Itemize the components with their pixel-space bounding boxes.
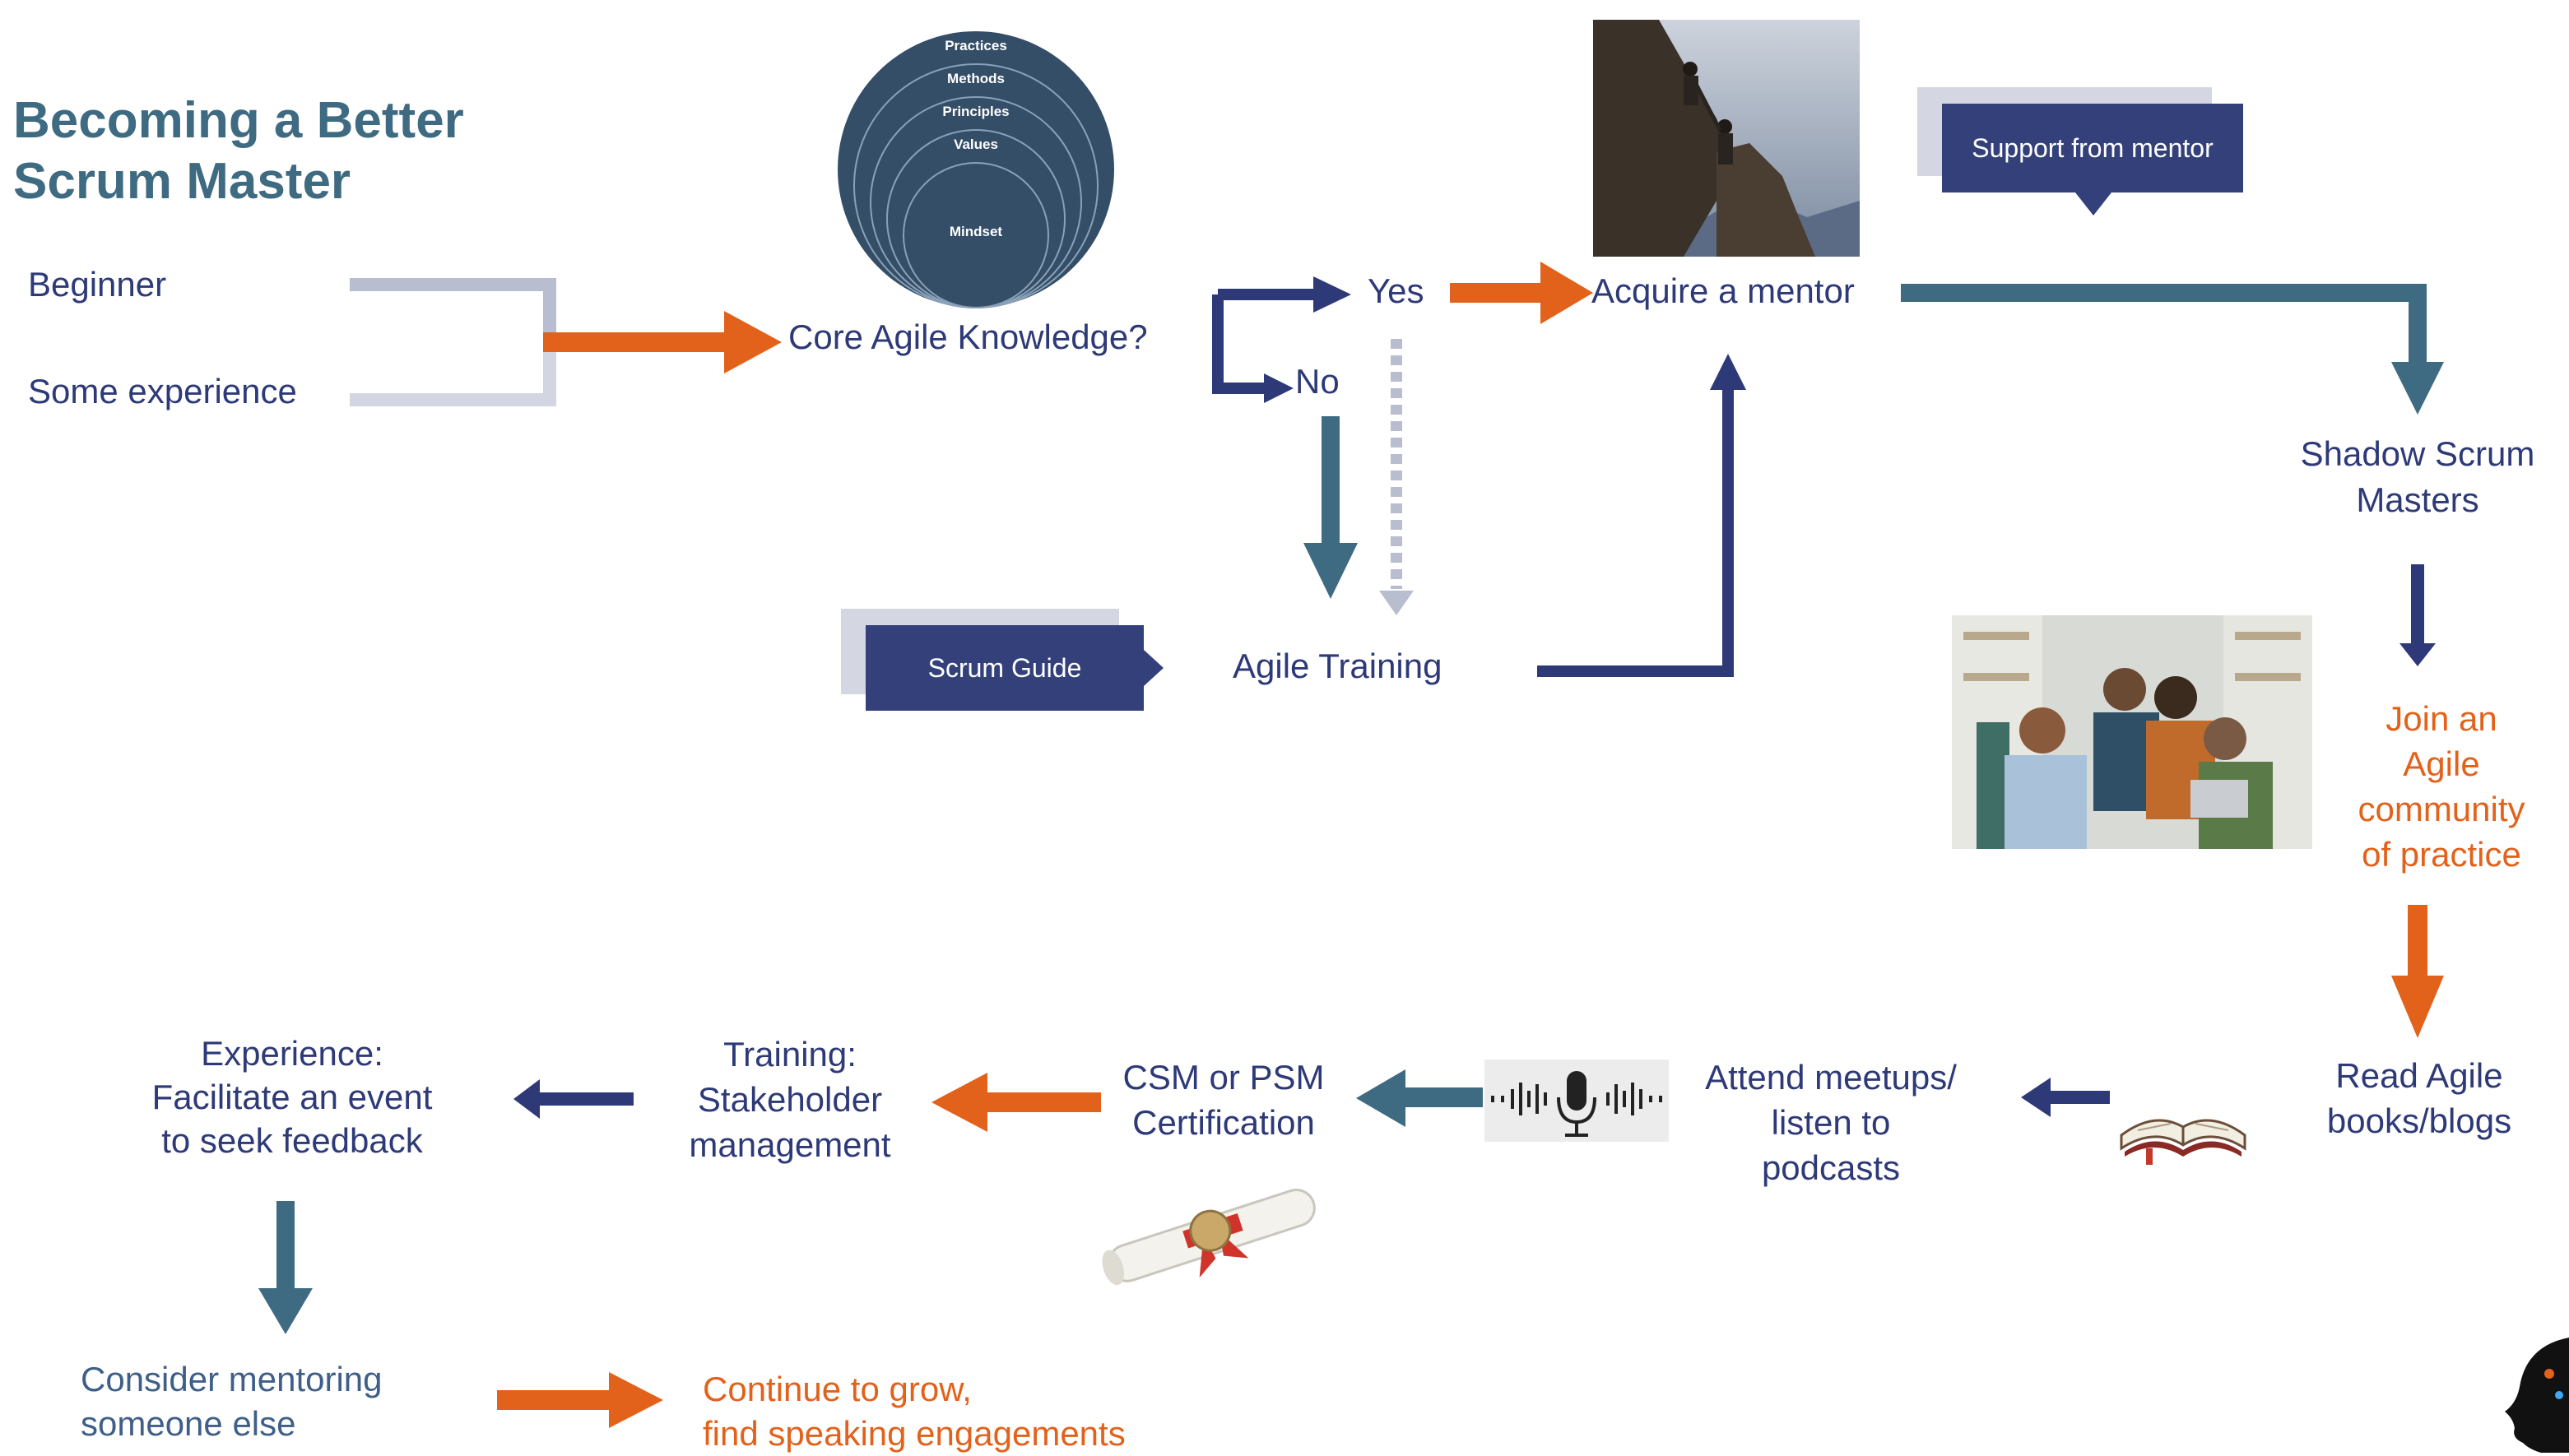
community-photo	[1952, 615, 2312, 849]
training-stakeholder: Training: Stakeholder management	[658, 1032, 922, 1167]
arrow-cert-to-training	[931, 1073, 1101, 1132]
arrow-experience-to-consider	[258, 1201, 313, 1334]
support-from-mentor-label: Support from mentor	[1972, 132, 2214, 163]
yes-no-fork	[1212, 276, 1351, 403]
experience-facilitate: Experience: Facilitate an event to seek …	[123, 1032, 461, 1162]
join-line-3: community	[2358, 790, 2525, 828]
layer-practices: Practices	[945, 38, 1007, 53]
diploma-svg	[1102, 1189, 1316, 1286]
attend-line-2: listen to	[1771, 1103, 1891, 1142]
beginner-label: Beginner	[28, 265, 167, 304]
scrum-guide-label: Scrum Guide	[927, 652, 1082, 683]
csm-psm-certification: CSM or PSM Certification	[1096, 1055, 1351, 1145]
agile-layers-circle: Practices Methods Principles Values Mind…	[836, 30, 1116, 309]
title-line-1: Becoming a Better	[13, 92, 464, 149]
agile-training-label: Agile Training	[1233, 647, 1442, 685]
arrow-mentor-to-shadow	[1901, 284, 2444, 415]
climbers-photo-svg	[1593, 20, 1860, 257]
join-community: Join an Agile community of practice	[2330, 696, 2553, 877]
layer-values: Values	[954, 137, 998, 152]
attend-line-1: Attend meetups/	[1705, 1058, 1957, 1097]
join-line-1: Join an	[2386, 699, 2497, 738]
open-book-icon	[2113, 1069, 2253, 1166]
shadow-scrum-masters: Shadow Scrum Masters	[2288, 431, 2548, 523]
consider-line-1: Consider mentoring	[81, 1360, 383, 1398]
continue-to-grow: Continue to grow, find speaking engageme…	[703, 1367, 1126, 1456]
agile-layers-svg	[838, 31, 1114, 308]
dotted-arrow	[1379, 339, 1414, 615]
corner-head-svg	[2505, 1338, 2569, 1453]
arrow-training-to-experience	[513, 1079, 634, 1119]
shadow-line-2: Masters	[2356, 480, 2479, 519]
no-label: No	[1295, 362, 1340, 401]
arrow-shadow-to-join	[2399, 564, 2436, 666]
arrow-join-to-read	[2391, 905, 2444, 1038]
arrow-attend-to-cert	[1356, 1069, 1483, 1127]
arrow-yes-to-mentor	[1450, 262, 1593, 324]
core-agile-knowledge-question: Core Agile Knowledge?	[788, 318, 1148, 356]
consider-mentoring: Consider mentoring someone else	[81, 1357, 383, 1446]
join-line-4: of practice	[2362, 835, 2521, 874]
arrow-read-to-attend	[2021, 1078, 2110, 1117]
open-book-svg	[2120, 1119, 2246, 1165]
arrow-no-to-training	[1303, 416, 1358, 599]
diagram-title: Becoming a Better Scrum Master	[13, 90, 464, 212]
start-bracket	[350, 278, 556, 406]
read-line-2: books/blogs	[2326, 1101, 2512, 1140]
training-line-1: Training:	[723, 1035, 857, 1073]
training-line-3: management	[689, 1125, 891, 1164]
diploma-scroll-icon	[1088, 1176, 1335, 1291]
consider-line-2: someone else	[81, 1404, 296, 1443]
support-from-mentor-callout: Support from mentor	[1942, 104, 2243, 192]
experience-line-1: Experience:	[201, 1034, 383, 1073]
join-line-2: Agile	[2403, 744, 2480, 783]
layer-mindset: Mindset	[949, 224, 1003, 239]
layer-principles: Principles	[942, 104, 1010, 119]
climbers-photo	[1593, 20, 1860, 257]
arrow-training-to-mentor	[1537, 354, 1746, 677]
acquire-mentor-label: Acquire a mentor	[1591, 271, 1855, 310]
podcast-waveform-svg	[1491, 1071, 1662, 1137]
continue-line-2: find speaking engagements	[703, 1414, 1126, 1453]
cert-line-1: CSM or PSM	[1122, 1058, 1325, 1097]
corner-head-icon	[2502, 1338, 2569, 1453]
experience-line-2: Facilitate an event	[151, 1078, 433, 1116]
continue-line-1: Continue to grow,	[703, 1370, 972, 1408]
yes-label: Yes	[1368, 271, 1424, 310]
community-photo-svg	[1952, 615, 2312, 849]
read-agile-books: Read Agile books/blogs	[2304, 1053, 2534, 1143]
scrum-guide-callout: Scrum Guide	[866, 625, 1144, 711]
read-line-1: Read Agile	[2335, 1056, 2503, 1095]
attend-meetups: Attend meetups/ listen to podcasts	[1670, 1055, 1991, 1190]
podcast-microphone-icon	[1484, 1060, 1669, 1142]
training-line-2: Stakeholder	[697, 1080, 883, 1119]
experience-line-3: to seek feedback	[161, 1121, 423, 1160]
layer-methods: Methods	[947, 71, 1005, 86]
arrow-consider-to-continue	[497, 1372, 663, 1428]
shadow-line-1: Shadow Scrum	[2300, 434, 2535, 473]
cert-line-2: Certification	[1132, 1103, 1315, 1142]
arrow-to-decision	[543, 311, 782, 373]
attend-line-3: podcasts	[1761, 1148, 1901, 1187]
some-experience-label: Some experience	[28, 372, 297, 410]
title-line-2: Scrum Master	[13, 153, 351, 210]
